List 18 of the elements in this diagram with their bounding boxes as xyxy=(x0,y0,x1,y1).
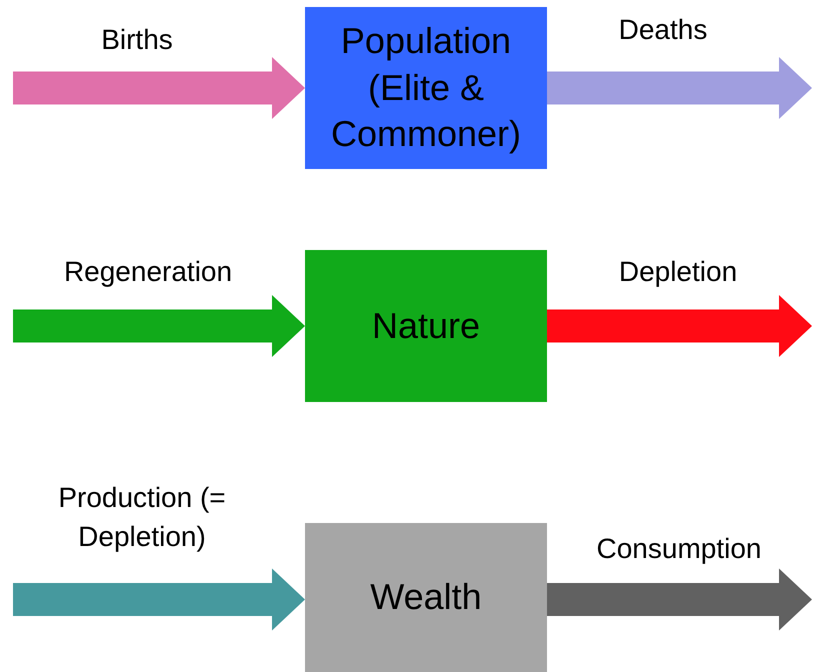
flow-arrow xyxy=(13,295,305,357)
box-label: Population (Elite & Commoner) xyxy=(330,18,522,156)
edge-label: Deaths xyxy=(618,13,708,47)
edge-label: Production (= Depletion) xyxy=(57,481,227,554)
edge-label: Births xyxy=(100,23,174,57)
stock-box xyxy=(305,523,547,672)
flow-arrow xyxy=(13,57,305,119)
edge-label: Consumption xyxy=(596,532,762,566)
flow-arrow xyxy=(547,295,812,357)
box-label: Nature xyxy=(372,304,480,348)
edge-label: Depletion xyxy=(618,255,738,289)
flow-arrow xyxy=(547,57,812,119)
flow-arrow xyxy=(13,568,305,630)
stock-box xyxy=(305,250,547,402)
flow-arrow xyxy=(547,568,812,630)
stock-box xyxy=(305,7,547,169)
edge-label: Regeneration xyxy=(62,255,234,289)
box-label: Wealth xyxy=(370,575,482,620)
